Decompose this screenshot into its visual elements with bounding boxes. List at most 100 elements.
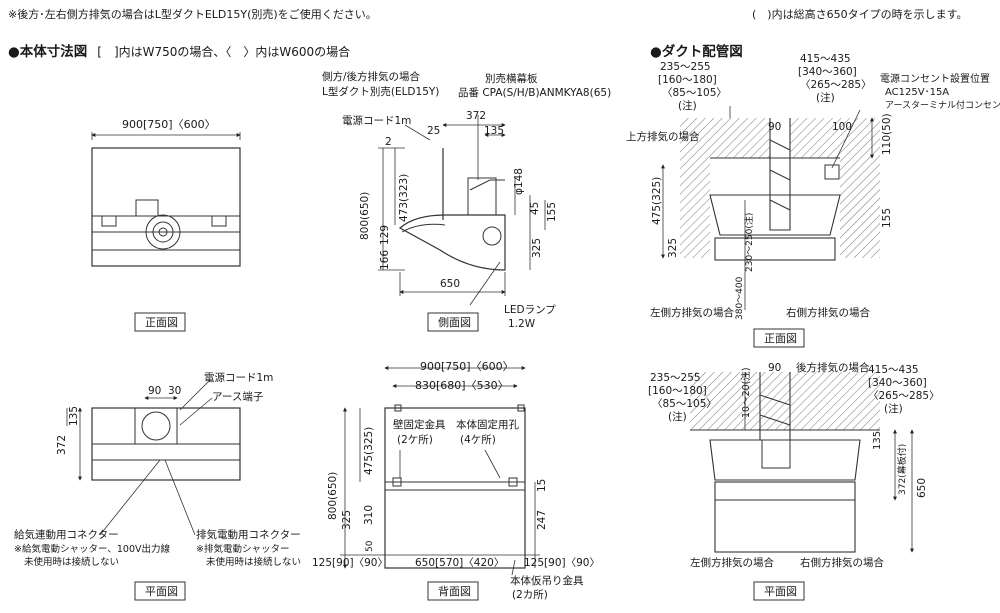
- back-wall-2: (2ケ所): [397, 434, 433, 446]
- dfront-caption: 正面図: [764, 332, 797, 345]
- duct-section-title: ●ダクト配管図: [650, 44, 743, 60]
- dims-section-title: ●本体寸法図 [ ]内はW750の場合、〈 〉内はW600の場合: [8, 40, 350, 60]
- back-temp-1: 本体仮吊り金具: [510, 574, 584, 587]
- side-view: [378, 115, 546, 306]
- dims-title: ●本体寸法図: [8, 44, 88, 60]
- dfront-d325: 325: [667, 238, 679, 258]
- dfront-left: 左側方排気の場合: [650, 306, 734, 319]
- dfront-dv2: 380〜400: [735, 276, 745, 320]
- back-d125-left: 125[90]〈90〉: [312, 557, 388, 569]
- back-d247: 247: [536, 510, 548, 530]
- dfront-l4: (注): [678, 99, 697, 112]
- side-d2: 2: [385, 136, 392, 148]
- side-d800: 800(650): [359, 192, 371, 240]
- side-d148: φ148: [513, 168, 525, 195]
- plan-d372: 372: [56, 435, 68, 455]
- dplan-r4: (注): [884, 402, 903, 415]
- dfront-d110: 110(50): [881, 113, 893, 155]
- back-hole-2: (4ケ所): [460, 434, 496, 446]
- dplan-d1020: 10〜20(注): [740, 367, 752, 418]
- side-d45: 45: [529, 202, 541, 215]
- plan-view: [66, 379, 241, 536]
- back-wall-1: 壁固定金具: [393, 418, 446, 431]
- dplan-l3: 〈85〜105〉: [652, 398, 717, 410]
- plan-d135: 135: [68, 406, 80, 426]
- side-d129: 129: [379, 225, 391, 245]
- plan-exh-3: 未使用時は接続しない: [206, 556, 301, 568]
- dplan-caption-box: [753, 581, 805, 601]
- dfront-right: 右側方排気の場合: [786, 306, 870, 319]
- dplan-left: 左側方排気の場合: [690, 556, 774, 569]
- side-d473: 473(323): [398, 174, 410, 222]
- front-width-label: 900[750]〈600〉: [122, 118, 216, 131]
- back-d475: 475(325): [363, 427, 375, 475]
- side-d25: 25: [427, 125, 440, 137]
- side-cord: 電源コード1m: [342, 114, 411, 127]
- dfront-l3: 〈85〜105〉: [662, 87, 727, 99]
- plan-exh-2: ※排気電動シャッター: [196, 543, 289, 555]
- plan-d30: 30: [168, 385, 181, 397]
- side-d155: 155: [546, 202, 558, 222]
- back-hole-1: 本体固定用孔: [456, 418, 519, 431]
- dplan-d90: 90: [768, 362, 781, 374]
- plan-air-1: 給気連動用コネクター: [14, 528, 119, 541]
- plan-caption: 平面図: [145, 585, 178, 598]
- back-d125-right: 125[90]〈90〉: [524, 557, 600, 569]
- dfront-r3: 〈265〜285〉: [800, 79, 872, 91]
- side-d135: 135: [484, 125, 504, 137]
- dfront-outlet-1: 電源コンセント設置位置: [880, 72, 990, 85]
- duct-front-view: [661, 106, 880, 310]
- dplan-l4: (注): [668, 410, 687, 423]
- dfront-r4: (注): [816, 91, 835, 104]
- dfront-top: 上方排気の場合: [626, 130, 700, 143]
- dplan-rear: 後方排気の場合: [796, 361, 870, 374]
- front-caption-box: [134, 312, 186, 332]
- front-caption: 正面図: [145, 316, 178, 329]
- front-view: [91, 132, 241, 267]
- dplan-d650: 650: [916, 478, 928, 498]
- dfront-d100: 100: [832, 121, 852, 133]
- header-note-left: ※後方･左右側方排気の場合はL型ダクトELD15Y(別売)をご使用ください。: [8, 8, 377, 21]
- back-d650: 650[570]〈420〉: [415, 557, 504, 569]
- dfront-dv1: 230〜250(注): [743, 213, 755, 272]
- dims-subtitle: [ ]内はW750の場合、〈 〉内はW600の場合: [97, 45, 351, 59]
- dfront-outlet-3: アースターミナル付コンセント: [885, 100, 1000, 111]
- dfront-l2: [160〜180]: [658, 74, 717, 86]
- dfront-caption-box: [753, 328, 805, 348]
- back-caption-box: [427, 581, 479, 601]
- side-led-1: LEDランプ: [504, 304, 556, 316]
- side-d650: 650: [440, 278, 460, 290]
- side-d372: 372: [466, 110, 486, 122]
- plan-earth: アース端子: [212, 390, 263, 403]
- back-temp-2: (2カ所): [512, 589, 548, 601]
- dplan-r3: 〈265〜285〉: [868, 390, 940, 402]
- dplan-r2: [340〜360]: [868, 377, 927, 389]
- back-view: [340, 366, 540, 576]
- back-w830: 830[680]〈530〉: [415, 379, 509, 392]
- side-panel-2: 品番 CPA(S/H/B)ANMKYA8(65): [458, 87, 611, 99]
- dfront-r1: 415〜435: [800, 53, 851, 65]
- dfront-r2: [340〜360]: [798, 66, 857, 78]
- dplan-r1: 415〜435: [868, 364, 919, 376]
- back-d50: 50: [365, 540, 375, 552]
- dfront-d155: 155: [881, 208, 893, 228]
- side-lduct-1: 側方/後方排気の場合: [322, 70, 421, 83]
- side-d325: 325: [531, 238, 543, 258]
- dplan-right: 右側方排気の場合: [800, 556, 884, 569]
- duct-plan-view: [690, 372, 914, 553]
- dplan-d372: 372(幕板付): [896, 444, 908, 495]
- plan-exh-1: 排気電動用コネクター: [196, 528, 301, 541]
- plan-air-3: 未使用時は接続しない: [24, 556, 119, 568]
- back-d800: 800(650): [327, 472, 339, 520]
- back-caption: 背面図: [438, 584, 471, 598]
- plan-cord: 電源コード1m: [204, 371, 273, 384]
- side-lduct-2: L型ダクト別売(ELD15Y): [322, 85, 439, 98]
- dfront-l1: 235〜255: [660, 61, 711, 73]
- dfront-outlet-2: AC125V･15A: [885, 87, 949, 98]
- side-caption: 側面図: [438, 316, 471, 329]
- dplan-caption: 平面図: [764, 585, 797, 598]
- side-led-2: 1.2W: [508, 318, 536, 330]
- back-w900: 900[750]〈600〉: [420, 360, 514, 373]
- plan-air-2: ※給気電動シャッター、100V出力線: [14, 543, 170, 555]
